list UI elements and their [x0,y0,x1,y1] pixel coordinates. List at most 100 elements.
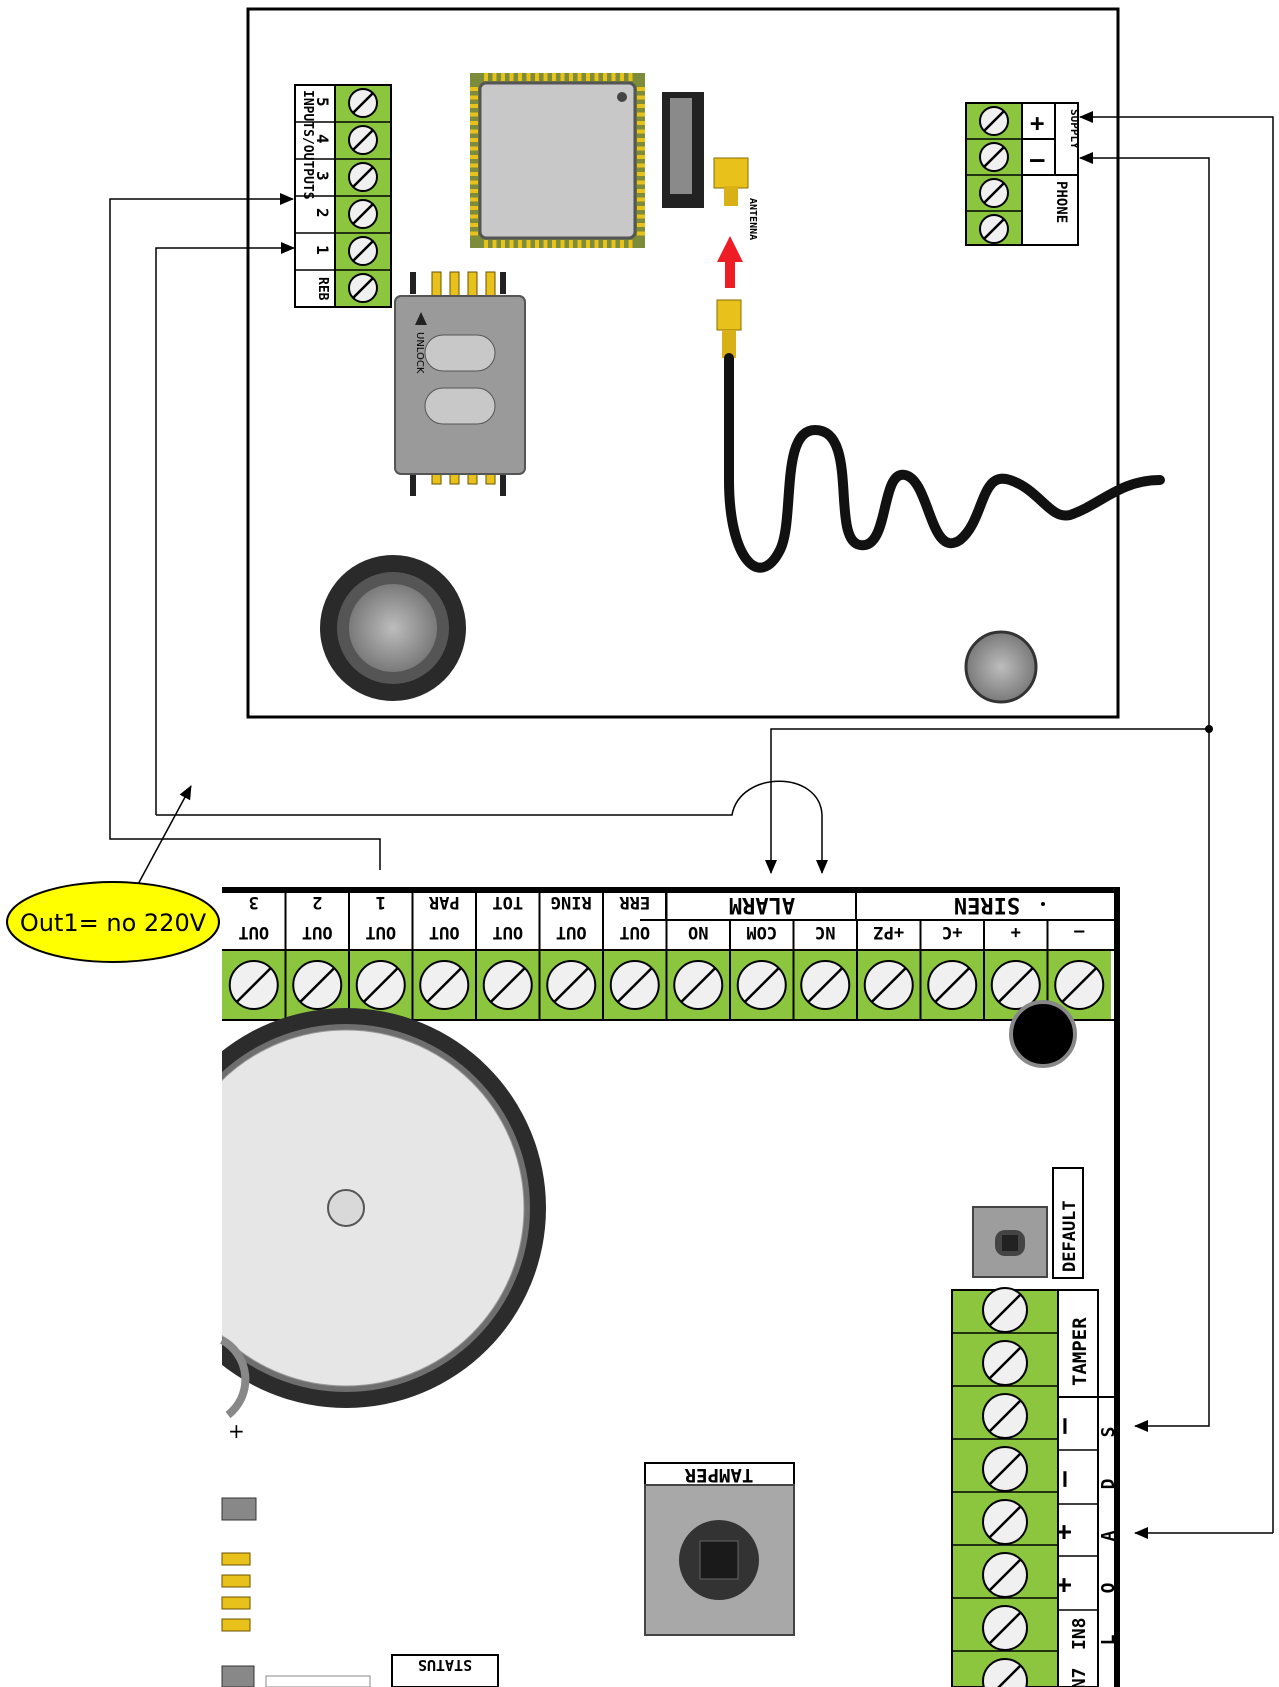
in8-label: IN8 [1069,1617,1090,1650]
right-terminal-screw [982,1340,1028,1386]
supply-terminal-screw [979,178,1009,208]
antenna-label: ANTENNA [747,198,758,240]
right-terminal-screw [982,1393,1028,1439]
antenna-cable [716,299,1165,573]
top-terminal-column: +C [919,920,978,1020]
loads-letter: A [1098,1530,1119,1541]
wires [109,111,1274,1539]
top-terminal-screw [1054,960,1105,1010]
tamper-button[interactable]: TAMPER [644,1462,795,1636]
siren-label: SIREN [954,892,1020,917]
loads-sign: + [1049,1524,1079,1540]
top-terminal-group: 3 [249,892,259,912]
top-terminal-label: OUT [302,922,333,942]
phone-label: PHONE [1053,181,1069,223]
top-terminal-column: OUT 1 [348,890,406,1020]
loads-letter: O [1098,1582,1119,1593]
wire-supply-to-com [765,728,1209,874]
tamper-label: TAMPER [1069,1317,1091,1386]
io-terminal-screw [348,236,378,266]
mount-hole [1041,902,1045,906]
right-terminal-screw [982,1446,1028,1492]
unlock-label: UNLOCK [414,332,425,374]
top-terminal-screw [546,960,597,1010]
io-terminal-number: 2 [313,208,332,218]
top-terminal-label: NC [815,922,835,942]
top-terminal-label: +C [942,922,962,942]
default-label: DEFAULT [1060,1200,1080,1272]
gsm-chip [470,73,645,248]
top-terminal-column: NO [665,890,724,1020]
top-terminal-screw [609,960,660,1010]
top-terminal-screw [292,960,343,1010]
top-terminal-column: OUT 3 [228,892,279,1010]
io-terminal-screw [348,88,378,118]
sim-holder: UNLOCK [394,271,526,496]
top-terminal-label: OUT [365,922,396,942]
top-terminal-screw [863,960,914,1010]
top-terminal-column: OUT 2 [284,890,343,1020]
top-terminal-label: +PZ [873,922,904,942]
callout-pointer [135,785,192,889]
right-terminal-screw [982,1552,1028,1598]
right-terminal-screw [982,1287,1028,1333]
top-terminal-label: – [1073,922,1084,942]
loads-sign: + [1049,1577,1079,1593]
led-indicator [964,630,1038,704]
top-terminal-screw [482,960,533,1010]
wire-io1-to-alarm-nc [155,247,293,815]
annotation-text: Out1= no 220V [20,909,207,937]
top-terminal-group: RING [551,892,592,912]
supply-minus-label: – [1030,145,1045,173]
top-terminal-group: TOT [492,892,523,912]
top-terminal-column: +PZ [856,920,914,1020]
top-terminal-label: OUT [619,922,650,942]
red-arrow-icon [717,236,743,288]
top-terminal-column: OUT TOT [475,890,533,1020]
supply-terminal-screw [979,214,1009,244]
top-terminal-screw [228,960,279,1010]
in7-label: IN7 [1069,1667,1090,1687]
alarm-label: ALARM [729,892,795,917]
default-button[interactable] [972,1206,1048,1278]
top-terminal-label: OUT [238,922,269,942]
top-terminal-screw [927,960,978,1010]
top-terminal-group: 1 [376,892,386,912]
top-terminal-label: + [1011,922,1021,942]
right-terminal-screw [982,1658,1028,1687]
cap-plus-label: + [228,1419,245,1443]
top-terminal-screw [673,960,724,1010]
panel-speaker [0,1000,546,1420]
top-terminal-group: 2 [312,892,322,912]
supply-terminal-screw [979,106,1009,136]
io-terminal-number: 5 [313,97,332,107]
wire-supply-minus [1079,152,1210,729]
reb-label: REB [315,277,330,301]
io-terminal-number: 1 [313,245,332,255]
wire-supply-plus [1079,111,1274,1533]
io-terminal-screw [348,162,378,192]
wire-junction [1205,725,1213,733]
supply-label: SUPPLY [1068,109,1081,149]
buzzer [320,555,466,701]
right-terminal-screw [982,1499,1028,1545]
top-terminal-column: COM [729,920,787,1020]
top-terminal-label: OUT [556,922,587,942]
top-terminal-label: OUT [492,922,523,942]
left-components: STATUS [221,1497,499,1687]
top-terminal-screw [736,960,787,1010]
panel-led [1009,1000,1077,1068]
top-terminal-column: OUT RING [538,890,597,1020]
top-terminal-label: NO [688,922,708,942]
io-label: INPUTS/OUTPUTS [300,90,315,200]
antenna-connector: ANTENNA [662,92,758,240]
annotation-callout: Out1= no 220V [6,881,220,963]
